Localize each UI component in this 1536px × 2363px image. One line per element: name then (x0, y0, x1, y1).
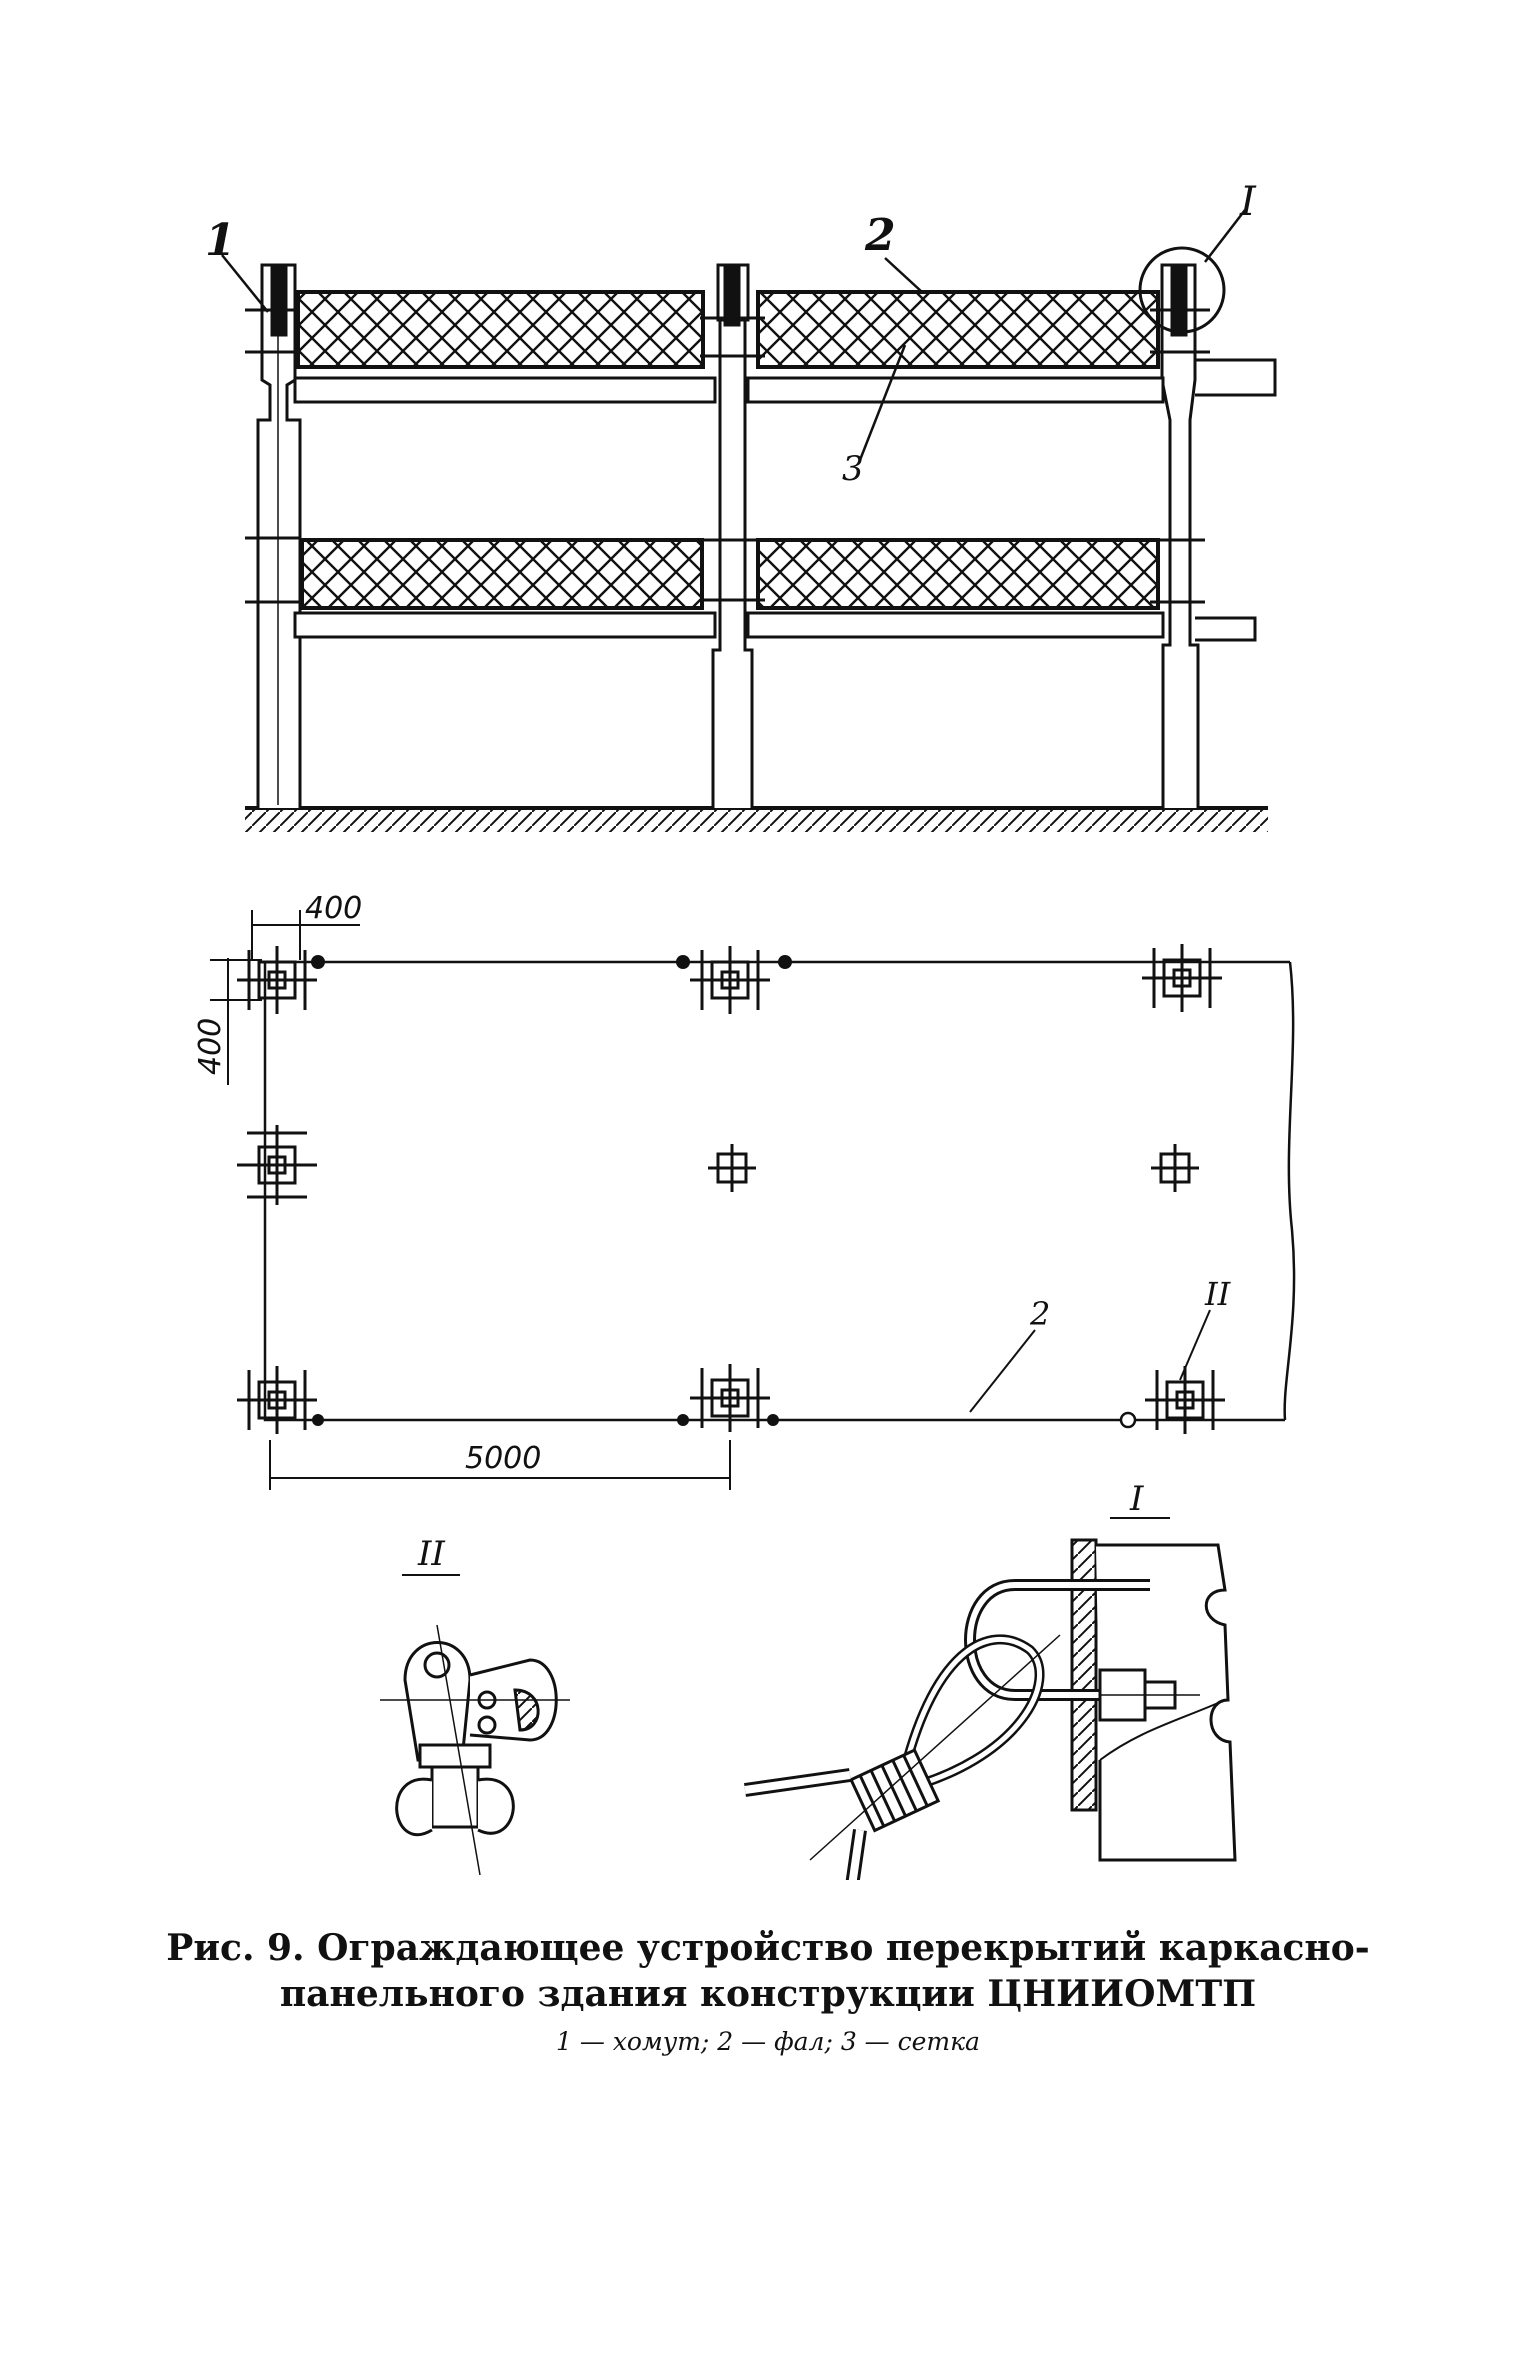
detail-title-ii: II (417, 1534, 445, 1574)
dim-x-bottom: 5000 (465, 1441, 541, 1476)
break-edge (1283, 961, 1296, 1421)
dimensions (210, 910, 731, 1490)
slab-lower-right (746, 611, 1165, 639)
column-middle (711, 263, 754, 808)
shackle-dots (311, 955, 792, 1426)
net-upper-left (296, 290, 705, 369)
elevation-view (245, 246, 1277, 832)
halyard-outline (263, 960, 1290, 1422)
detail-i (744, 1517, 1237, 1880)
plan-leader-detail (1179, 1309, 1211, 1381)
slab-lower-cantilever (1195, 616, 1257, 642)
slab-upper-left (293, 376, 717, 404)
figure-drawing: 1 2 3 I (193, 179, 1296, 1880)
plan-view (210, 910, 1296, 1490)
elevation-label-net: 3 (842, 449, 864, 489)
ground-hatch (245, 810, 1268, 832)
clamps (245, 308, 1210, 604)
detail-title-i: I (1129, 1479, 1144, 1519)
caption-title: Рис. 9. Ограждающее устройство перекрыти… (166, 1927, 1370, 2015)
net-upper-right (756, 290, 1160, 369)
slab-upper-right (746, 376, 1165, 404)
elevation-leaders (221, 209, 1246, 461)
figure-caption: Рис. 9. Ограждающее устройство перекрыти… (0, 1925, 1536, 2056)
dim-y-side: 400 (193, 1018, 228, 1075)
caption-legend: 1 — хомут; 2 — фал; 3 — сетка (556, 2027, 980, 2056)
plan-label-halyard: 2 (1029, 1295, 1050, 1333)
elevation-label-halyard: 2 (864, 210, 896, 261)
net-lower-left (300, 538, 704, 610)
dim-x-top: 400 (305, 891, 362, 926)
plan-columns (237, 944, 1225, 1434)
plan-label-detail: II (1204, 1275, 1232, 1313)
slab-lower-left (293, 611, 717, 639)
detail-circle-i (1138, 246, 1226, 334)
detail-ii (380, 1574, 570, 1876)
shackle-open (1119, 1411, 1137, 1429)
elevation-label-clamp: 1 (205, 215, 236, 266)
slab-upper-cantilever (1195, 358, 1277, 397)
plan-leader-halyard (969, 1329, 1036, 1413)
net-lower-right (756, 538, 1160, 610)
elevation-label-detail: I (1239, 179, 1257, 225)
column-right (1160, 263, 1200, 808)
